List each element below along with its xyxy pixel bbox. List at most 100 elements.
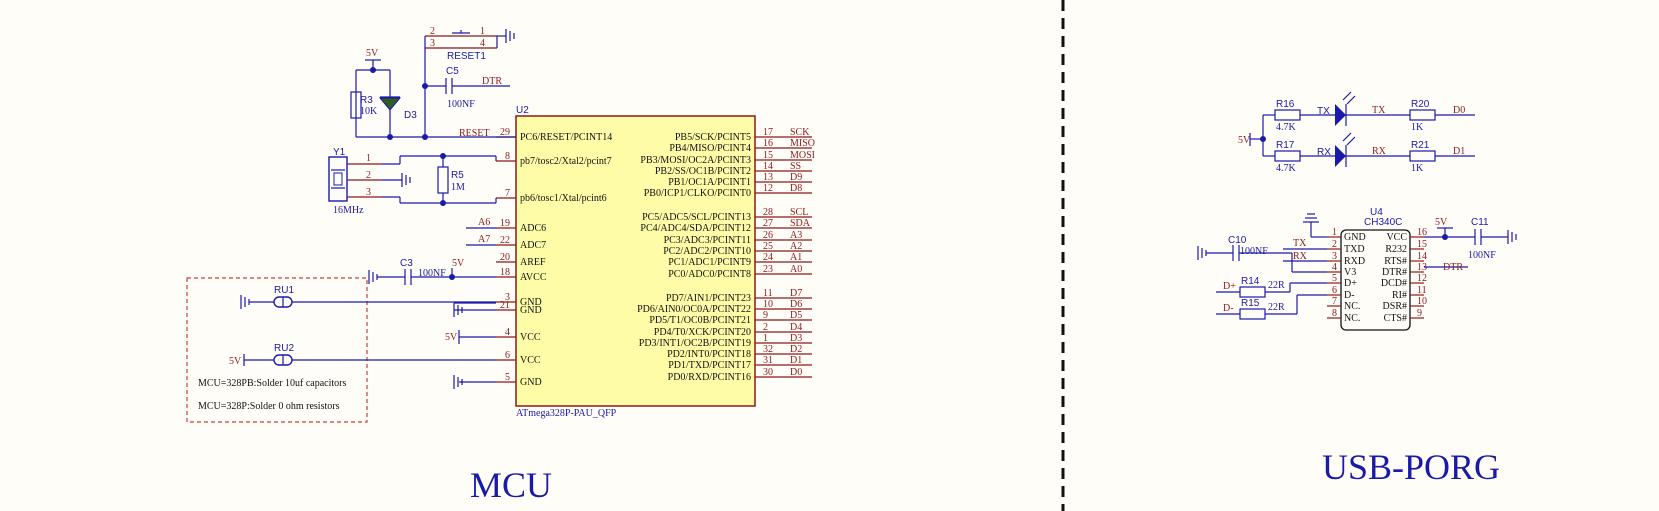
mcu-pin-number: 16 [763, 138, 773, 149]
tx-led [1335, 104, 1346, 126]
mcu-net-label: SCK [790, 127, 810, 138]
mcu-pin-label: PC6/RESET/PCINT14 [520, 132, 612, 143]
note-328p: MCU=328P:Solder 0 ohm resistors [198, 401, 340, 412]
a6-net-label: A6 [478, 217, 490, 228]
usb-pin-number: 12 [1417, 273, 1427, 284]
mcu-pin-label: PB1/OC1A/PCINT1 [668, 177, 751, 188]
reset-net-label: RESET [459, 128, 490, 139]
power-pins [453, 302, 496, 389]
mcu-pin-number: 27 [763, 218, 773, 229]
dtr-net-label: DTR [482, 76, 502, 87]
mcu-pin-label: PD3/INT1/OC2B/PCINT19 [639, 338, 751, 349]
r14-ref: R14 [1241, 276, 1260, 287]
r21-val: 1K [1411, 163, 1424, 174]
usb-pin-label: RTS# [1384, 256, 1407, 267]
svg-text:3: 3 [430, 38, 435, 49]
mcu-net-label: D1 [790, 355, 802, 366]
mcu-pin-label: PC2/ADC2/PCINT10 [663, 246, 751, 257]
mcu-pin-number: 5 [505, 372, 510, 383]
mcu-pin-number: 32 [763, 344, 773, 355]
mcu-pin-label: PD7/AIN1/PCINT23 [666, 293, 751, 304]
r17-val: 4.7K [1276, 163, 1297, 174]
reset-circuit: 2 1 3 4 RESET1 C5 100NF DTR 5V R3 10K [350, 26, 516, 140]
avcc-decoupling: C3 100NF [368, 258, 496, 285]
u4-part: CH340C [1364, 217, 1402, 228]
mcu-net-label: SS [790, 161, 801, 172]
usb-pin-number: 16 [1417, 227, 1427, 238]
rx-led [1335, 145, 1346, 167]
mcu-pin-label: ADC6 [520, 223, 546, 234]
usb-pin-number: 3 [1332, 251, 1337, 262]
section-title-mcu: MCU [470, 465, 552, 505]
mcu-pin-label: pb7/tosc2/Xtal2/pcint7 [520, 156, 612, 167]
usb-pin-label: VCC [1386, 232, 1407, 243]
r5-val: 1M [451, 182, 465, 193]
tx-led-label: TX [1317, 106, 1330, 117]
mcu-part: ATmega328P-PAU_QFP [516, 408, 617, 419]
a7-net-label: A7 [478, 234, 490, 245]
rx-net-label: RX [1372, 146, 1387, 157]
c3-ref: C3 [400, 258, 413, 269]
mcu-pin-number: 18 [500, 267, 510, 278]
mcu-pin-label: PD0/RXD/PCINT16 [668, 372, 751, 383]
mcu-net-label: A0 [790, 264, 802, 275]
usb-pin-label: GND [1344, 232, 1366, 243]
r16-val: 4.7K [1276, 122, 1297, 133]
note-328pb: MCU=328PB:Solder 10uf capacitors [198, 378, 347, 389]
mcu-pin-label: PD1/TXD/PCINT17 [668, 360, 751, 371]
svg-text:1: 1 [480, 26, 485, 37]
mcu-pin-number: 9 [763, 310, 768, 321]
ru2-ref: RU2 [274, 343, 294, 354]
mcu-pin-number: 13 [763, 172, 773, 183]
mcu-left-nets: RESET A6 A7 5V 5V [445, 128, 496, 343]
usb-pin-number: 2 [1332, 239, 1337, 250]
usb-pin-number: 7 [1332, 296, 1337, 307]
mcu-pin-number: 24 [763, 252, 773, 263]
usb-rx-label: RX [1293, 251, 1308, 262]
svg-text:1: 1 [366, 153, 371, 164]
mcu-net-label: SDA [790, 218, 811, 229]
tx-net-label: TX [1372, 105, 1386, 116]
mcu-pin-number: 15 [763, 150, 773, 161]
r14-val: 22R [1268, 280, 1285, 291]
usb-pin-label: D- [1344, 290, 1355, 301]
usb-5v-label: 5V [1435, 217, 1448, 228]
mcu-pin-number: 22 [500, 235, 510, 246]
mcu-net-label: SCL [790, 207, 808, 218]
mcu-pin-number: 31 [763, 355, 773, 366]
mcu-pin-label: PC0/ADC0/PCINT8 [668, 269, 751, 280]
r20-ref: R20 [1411, 99, 1430, 110]
c10-ref: C10 [1228, 235, 1247, 246]
mcu-pin-label: ADC7 [520, 240, 546, 251]
r15-val: 22R [1268, 302, 1285, 313]
y1-ref: Y1 [333, 147, 346, 158]
mcu-pin-label: pb6/tosc1/Xtal/pcint6 [520, 193, 607, 204]
c11-ref: C11 [1471, 217, 1489, 228]
mcu-net-label: D8 [790, 183, 802, 194]
usb-pin-number: 13 [1417, 262, 1427, 273]
mcu-pin-label: PB3/MOSI/OC2A/PCINT3 [640, 155, 751, 166]
mcu-net-label: A2 [790, 241, 802, 252]
reset-5v-label: 5V [366, 48, 379, 59]
svg-text:4: 4 [480, 38, 485, 49]
mcu-pin-number: 10 [763, 299, 773, 310]
c5-val: 100NF [447, 99, 475, 110]
usb-pin-label: R232 [1385, 244, 1407, 255]
mcu-pin-label: GND [520, 297, 542, 308]
c5-ref: C5 [446, 66, 459, 77]
usb-pin-number: 5 [1332, 273, 1337, 284]
d3-ref: D3 [404, 110, 417, 121]
usb-pin-number: 11 [1417, 285, 1427, 296]
r3-ref: R3 [360, 95, 373, 106]
mcu-pin-label: PC1/ADC1/PCINT9 [668, 257, 751, 268]
usb-pin-label: RI# [1392, 290, 1407, 301]
led-5v-label: 5V [1238, 135, 1251, 146]
mcu-pin-number: 7 [505, 188, 510, 199]
y1-body [328, 156, 348, 202]
usb-pin-number: 10 [1417, 296, 1427, 307]
usb-pin-number: 8 [1332, 308, 1337, 319]
usb-pin-label: NC. [1344, 313, 1360, 324]
u4-ref: U4 [1370, 207, 1383, 218]
